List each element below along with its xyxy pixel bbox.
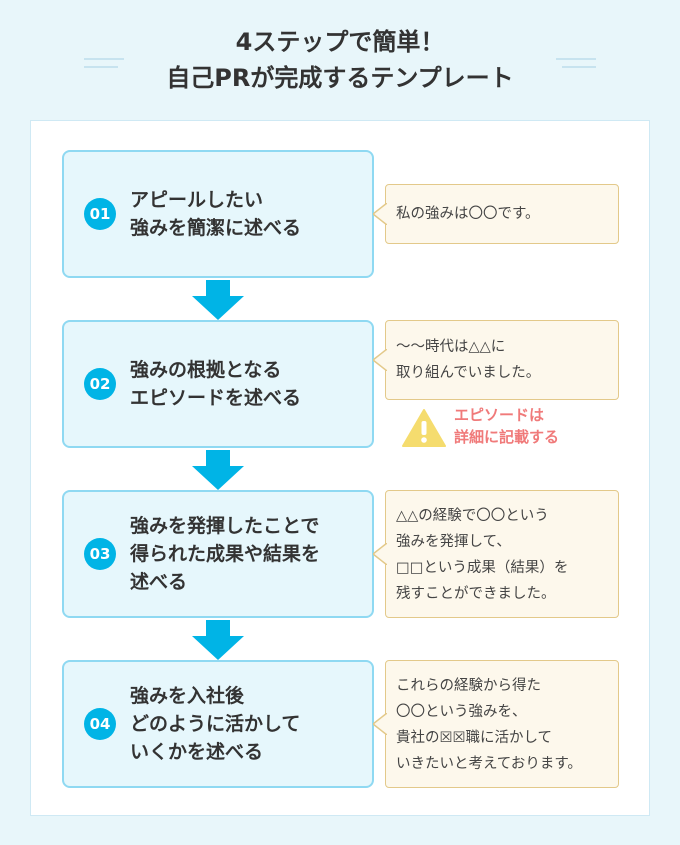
example-line: これらの経験から得た bbox=[396, 678, 541, 694]
example-bubble-1: 私の強みは〇〇です。 bbox=[373, 184, 619, 244]
page-title: 4ステップで簡単！ 自己PRが完成するテンプレート bbox=[0, 24, 680, 96]
bubble-tail bbox=[373, 713, 387, 735]
example-bubble-3: △△の経験で〇〇という 強みを発揮して、 □□という成果（結果）を 残すことがで… bbox=[373, 490, 619, 618]
step-heading-line: 強みを入社後 bbox=[130, 685, 245, 707]
down-arrow-icon bbox=[192, 620, 244, 660]
example-line: 貴社の☒☒職に活かして bbox=[396, 730, 553, 746]
example-line: 私の強みは〇〇です。 bbox=[396, 206, 540, 222]
step-box-1: 01 アピールしたい 強みを簡潔に述べる bbox=[62, 150, 374, 278]
example-line: 取り組んでいました。 bbox=[396, 365, 541, 381]
warning-icon bbox=[402, 409, 446, 447]
step-heading-line: アピールしたい bbox=[130, 189, 264, 211]
step-number-badge: 03 bbox=[84, 538, 116, 570]
title-decoration-left-2 bbox=[84, 66, 118, 68]
step-heading: 強みの根拠となる エピソードを述べる bbox=[130, 356, 301, 412]
warning-line: エピソードは bbox=[454, 406, 545, 424]
title-line-1: 4ステップで簡単！ bbox=[235, 28, 445, 56]
bubble-tail bbox=[373, 203, 387, 225]
down-arrow-icon bbox=[192, 280, 244, 320]
bubble-tail bbox=[373, 349, 387, 371]
warning-note: エピソードは 詳細に記載する bbox=[402, 404, 602, 452]
example-line: 強みを発揮して、 bbox=[396, 534, 511, 550]
example-line: 〇〇という強みを、 bbox=[396, 704, 527, 720]
example-line: 残すことができました。 bbox=[396, 586, 556, 602]
step-heading-line: どのように活かして bbox=[130, 713, 301, 735]
example-bubble-4: これらの経験から得た 〇〇という強みを、 貴社の☒☒職に活かして いきたいと考え… bbox=[373, 660, 619, 788]
step-box-2: 02 強みの根拠となる エピソードを述べる bbox=[62, 320, 374, 448]
bubble-tail bbox=[373, 543, 387, 565]
step-heading: アピールしたい 強みを簡潔に述べる bbox=[130, 186, 301, 242]
step-number-badge: 04 bbox=[84, 708, 116, 740]
step-heading-line: いくかを述べる bbox=[130, 741, 264, 763]
step-heading: 強みを入社後 どのように活かして いくかを述べる bbox=[130, 682, 300, 766]
step-heading-line: 強みを発揮したことで bbox=[130, 515, 320, 537]
title-decoration-left bbox=[84, 58, 124, 60]
step-heading-line: 得られた成果や結果を bbox=[130, 543, 321, 565]
example-line: いきたいと考えております。 bbox=[396, 756, 582, 772]
example-line: △△の経験で〇〇という bbox=[396, 508, 549, 524]
step-number-badge: 01 bbox=[84, 198, 116, 230]
step-heading: 強みを発揮したことで 得られた成果や結果を 述べる bbox=[130, 512, 320, 596]
example-bubble-2: 〜〜時代は△△に 取り組んでいました。 bbox=[373, 320, 619, 400]
title-line-2: 自己PRが完成するテンプレート bbox=[166, 64, 514, 92]
example-line: 〜〜時代は△△に bbox=[396, 339, 506, 355]
step-heading-line: エピソードを述べる bbox=[130, 387, 302, 409]
step-heading-line: 強みの根拠となる bbox=[130, 359, 282, 381]
warning-text: エピソードは 詳細に記載する bbox=[454, 404, 559, 448]
down-arrow-icon bbox=[192, 450, 244, 490]
warning-line: 詳細に記載する bbox=[454, 428, 560, 446]
step-box-4: 04 強みを入社後 どのように活かして いくかを述べる bbox=[62, 660, 374, 788]
step-box-3: 03 強みを発揮したことで 得られた成果や結果を 述べる bbox=[62, 490, 374, 618]
title-decoration-right-2 bbox=[562, 66, 596, 68]
title-decoration-right bbox=[556, 58, 596, 60]
step-heading-line: 述べる bbox=[130, 571, 188, 593]
example-line: □□という成果（結果）を bbox=[396, 560, 569, 576]
step-number-badge: 02 bbox=[84, 368, 116, 400]
step-heading-line: 強みを簡潔に述べる bbox=[130, 217, 302, 239]
